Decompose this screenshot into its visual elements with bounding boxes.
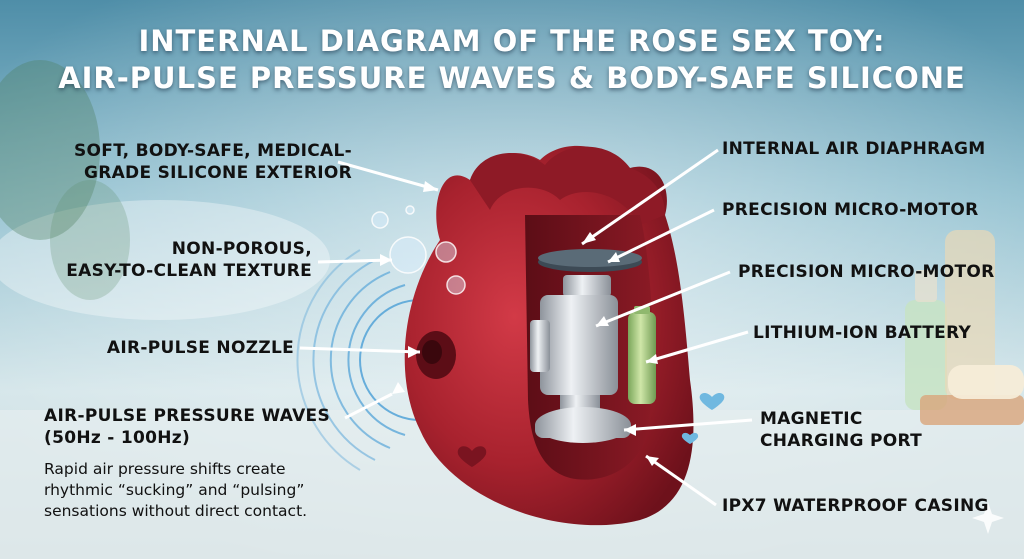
- label-pressure-waves: AIR-PULSE PRESSURE WAVES (50Hz - 100Hz): [44, 405, 330, 449]
- pressure-waves-description: Rapid air pressure shifts create rhythmi…: [44, 459, 344, 522]
- label-waves-line-1: AIR-PULSE PRESSURE WAVES: [44, 406, 331, 426]
- label-silicone-line-1: SOFT, BODY-SAFE, MEDICAL-: [74, 141, 352, 161]
- label-non-porous: NON-POROUS, EASY-TO-CLEAN TEXTURE: [40, 238, 312, 282]
- desc-line-2: rhythmic “sucking” and “pulsing”: [44, 481, 305, 499]
- label-porous-line-1: NON-POROUS,: [171, 239, 312, 259]
- label-air-pulse-nozzle: AIR-PULSE NOZZLE: [106, 338, 294, 358]
- label-micro-motor-1: PRECISION MICRO-MOTOR: [722, 200, 979, 220]
- desc-line-1: Rapid air pressure shifts create: [44, 460, 286, 478]
- label-porous-line-2: EASY-TO-CLEAN TEXTURE: [66, 261, 312, 281]
- desc-line-3: sensations without direct contact.: [44, 502, 308, 520]
- title-line-2: AIR-PULSE PRESSURE WAVES & BODY-SAFE SIL…: [58, 61, 966, 95]
- label-silicone-line-2: GRADE SILICONE EXTERIOR: [83, 163, 352, 183]
- label-waterproof-casing: IPX7 WATERPROOF CASING: [722, 496, 989, 516]
- label-waves-line-2: (50Hz - 100Hz): [44, 428, 191, 448]
- title-line-1: INTERNAL DIAGRAM OF THE ROSE SEX TOY:: [138, 24, 886, 58]
- label-silicone-exterior: SOFT, BODY-SAFE, MEDICAL- GRADE SILICONE…: [40, 140, 352, 184]
- label-charging-port: MAGNETIC CHARGING PORT: [760, 408, 922, 452]
- label-charging-line-1: MAGNETIC: [760, 409, 863, 429]
- label-air-diaphragm: INTERNAL AIR DIAPHRAGM: [722, 139, 986, 159]
- label-micro-motor-2: PRECISION MICRO-MOTOR: [738, 262, 995, 282]
- label-charging-line-2: CHARGING PORT: [760, 431, 923, 451]
- label-lithium-battery: LITHIUM-ION BATTERY: [753, 323, 972, 343]
